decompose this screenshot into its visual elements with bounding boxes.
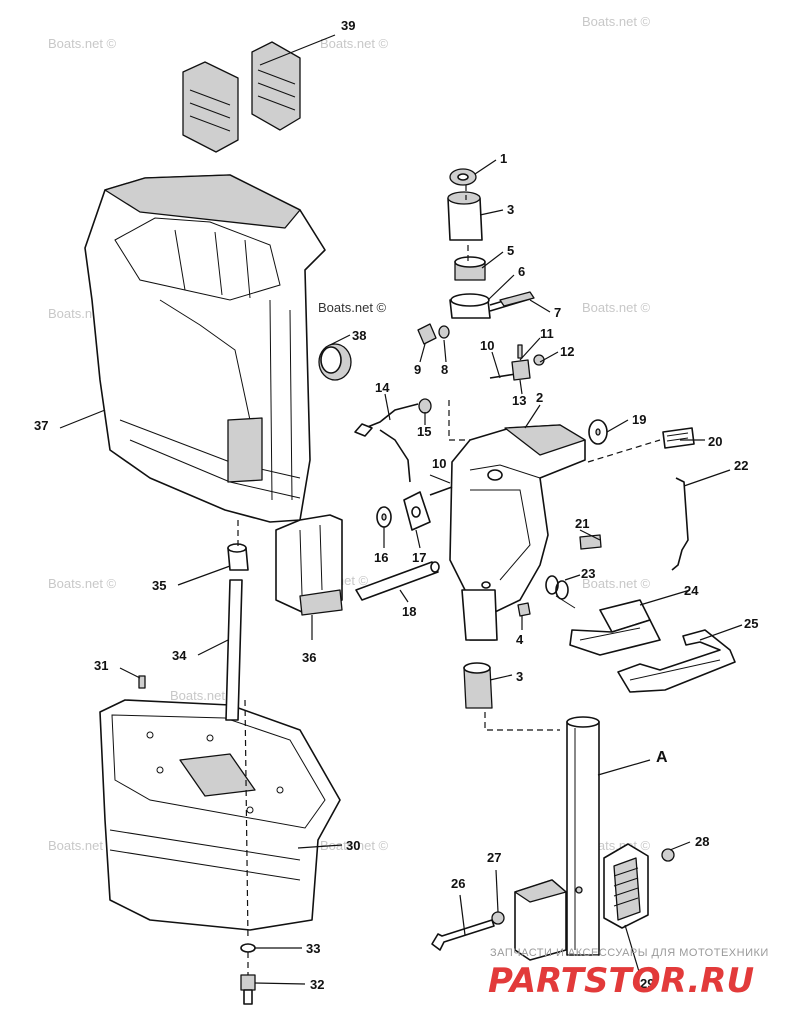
callout-18: 18 bbox=[402, 604, 416, 619]
part-35-grommet bbox=[227, 543, 249, 571]
callout-33: 33 bbox=[306, 941, 320, 956]
assembly-lines bbox=[237, 185, 661, 975]
part-38-plug bbox=[318, 343, 352, 381]
part-31-pin bbox=[138, 675, 146, 689]
callout-11: 11 bbox=[540, 326, 554, 341]
callout-26: 26 bbox=[451, 876, 465, 891]
part-34-water-tube bbox=[225, 579, 243, 721]
callout-39: 39 bbox=[341, 18, 355, 33]
callout-15: 15 bbox=[417, 424, 431, 439]
watermark: Boats.net © bbox=[48, 576, 117, 591]
callout-10: 10 bbox=[480, 338, 494, 353]
part-36-block bbox=[275, 514, 343, 616]
callout-34: 34 bbox=[172, 648, 187, 663]
part-3-lower-bushing bbox=[463, 662, 493, 709]
watermark: Boats.net © bbox=[320, 36, 389, 51]
callout-1: 1 bbox=[500, 151, 507, 166]
callout-5: 5 bbox=[507, 243, 514, 258]
part-23-springs bbox=[545, 575, 576, 609]
callout-3: 3 bbox=[507, 202, 514, 217]
watermark: Boats.net © bbox=[170, 688, 239, 703]
decals bbox=[579, 427, 695, 550]
callout-20: 20 bbox=[708, 434, 722, 449]
callout-8: 8 bbox=[441, 362, 448, 377]
callout-A: A bbox=[656, 749, 668, 766]
callout-28: 28 bbox=[695, 834, 709, 849]
footer-logo: PARTSTOR.RU bbox=[488, 961, 754, 1001]
part-24-bracket bbox=[569, 599, 661, 656]
footer-tagline: ЗАПЧАСТИ И АКСЕССУАРЫ ДЛЯ МОТОТЕХНИКИ bbox=[490, 947, 769, 959]
lower-clamp-set bbox=[431, 843, 675, 961]
callout-29: 29 bbox=[640, 976, 654, 991]
callout-16: 16 bbox=[374, 550, 388, 565]
part-32-bolt bbox=[240, 974, 256, 1005]
callout-22: 22 bbox=[734, 458, 748, 473]
part-14-tilt-lever bbox=[354, 403, 419, 483]
callout-7: 7 bbox=[554, 305, 561, 320]
part-4-bolt bbox=[517, 602, 531, 617]
callout-32: 32 bbox=[310, 977, 324, 992]
part-33-washer bbox=[240, 943, 256, 953]
callout-23: 23 bbox=[581, 566, 595, 581]
callout-labels: 1 3 5 6 7 8 9 10 11 12 13 2 14 15 19 20 … bbox=[34, 18, 758, 992]
callout-6: 6 bbox=[518, 264, 525, 279]
callout-38: 38 bbox=[352, 328, 366, 343]
callout-25: 25 bbox=[744, 616, 758, 631]
leader-lines bbox=[59, 34, 743, 985]
watermark: Boats.net © bbox=[582, 300, 651, 315]
callout-30: 30 bbox=[346, 838, 360, 853]
callout-4: 4 bbox=[516, 632, 524, 647]
callout-10b: 10 bbox=[432, 456, 446, 471]
callout-19: 19 bbox=[632, 412, 646, 427]
part-22-wire-spring bbox=[671, 477, 689, 571]
part-18-pin bbox=[355, 561, 440, 601]
watermark: Boats.net © bbox=[320, 838, 389, 853]
part-2-swivel-bracket bbox=[449, 424, 586, 641]
callout-27: 27 bbox=[487, 850, 501, 865]
part-25-bracket bbox=[617, 629, 736, 693]
callout-21: 21 bbox=[575, 516, 589, 531]
watermark: Boats.net © bbox=[48, 838, 117, 853]
center-watermark: Boats.net © bbox=[318, 300, 387, 315]
watermark: Boats.net © bbox=[582, 14, 651, 29]
callout-14: 14 bbox=[375, 380, 390, 395]
callout-2: 2 bbox=[536, 390, 543, 405]
watermark: Boats.net © bbox=[48, 36, 117, 51]
upper-mount-bushings bbox=[447, 168, 535, 319]
callout-37: 37 bbox=[34, 418, 48, 433]
callout-24: 24 bbox=[684, 583, 699, 598]
part-37-driveshaft-housing bbox=[84, 174, 326, 523]
callout-31: 31 bbox=[94, 658, 108, 673]
callout-3b: 3 bbox=[516, 669, 523, 684]
callout-17: 17 bbox=[412, 550, 426, 565]
watermark: Boats.net © bbox=[582, 576, 651, 591]
part-30-lower-housing bbox=[99, 699, 341, 931]
callout-36: 36 bbox=[302, 650, 316, 665]
callout-12: 12 bbox=[560, 344, 574, 359]
callout-13: 13 bbox=[512, 393, 526, 408]
part-39-cover-pieces bbox=[182, 41, 301, 153]
callout-9: 9 bbox=[414, 362, 421, 377]
callout-35: 35 bbox=[152, 578, 166, 593]
footer-brand: ЗАПЧАСТИ И АКСЕССУАРЫ ДЛЯ МОТОТЕХНИКИ PA… bbox=[488, 947, 769, 1001]
part-A-swivel-tube bbox=[566, 716, 600, 956]
